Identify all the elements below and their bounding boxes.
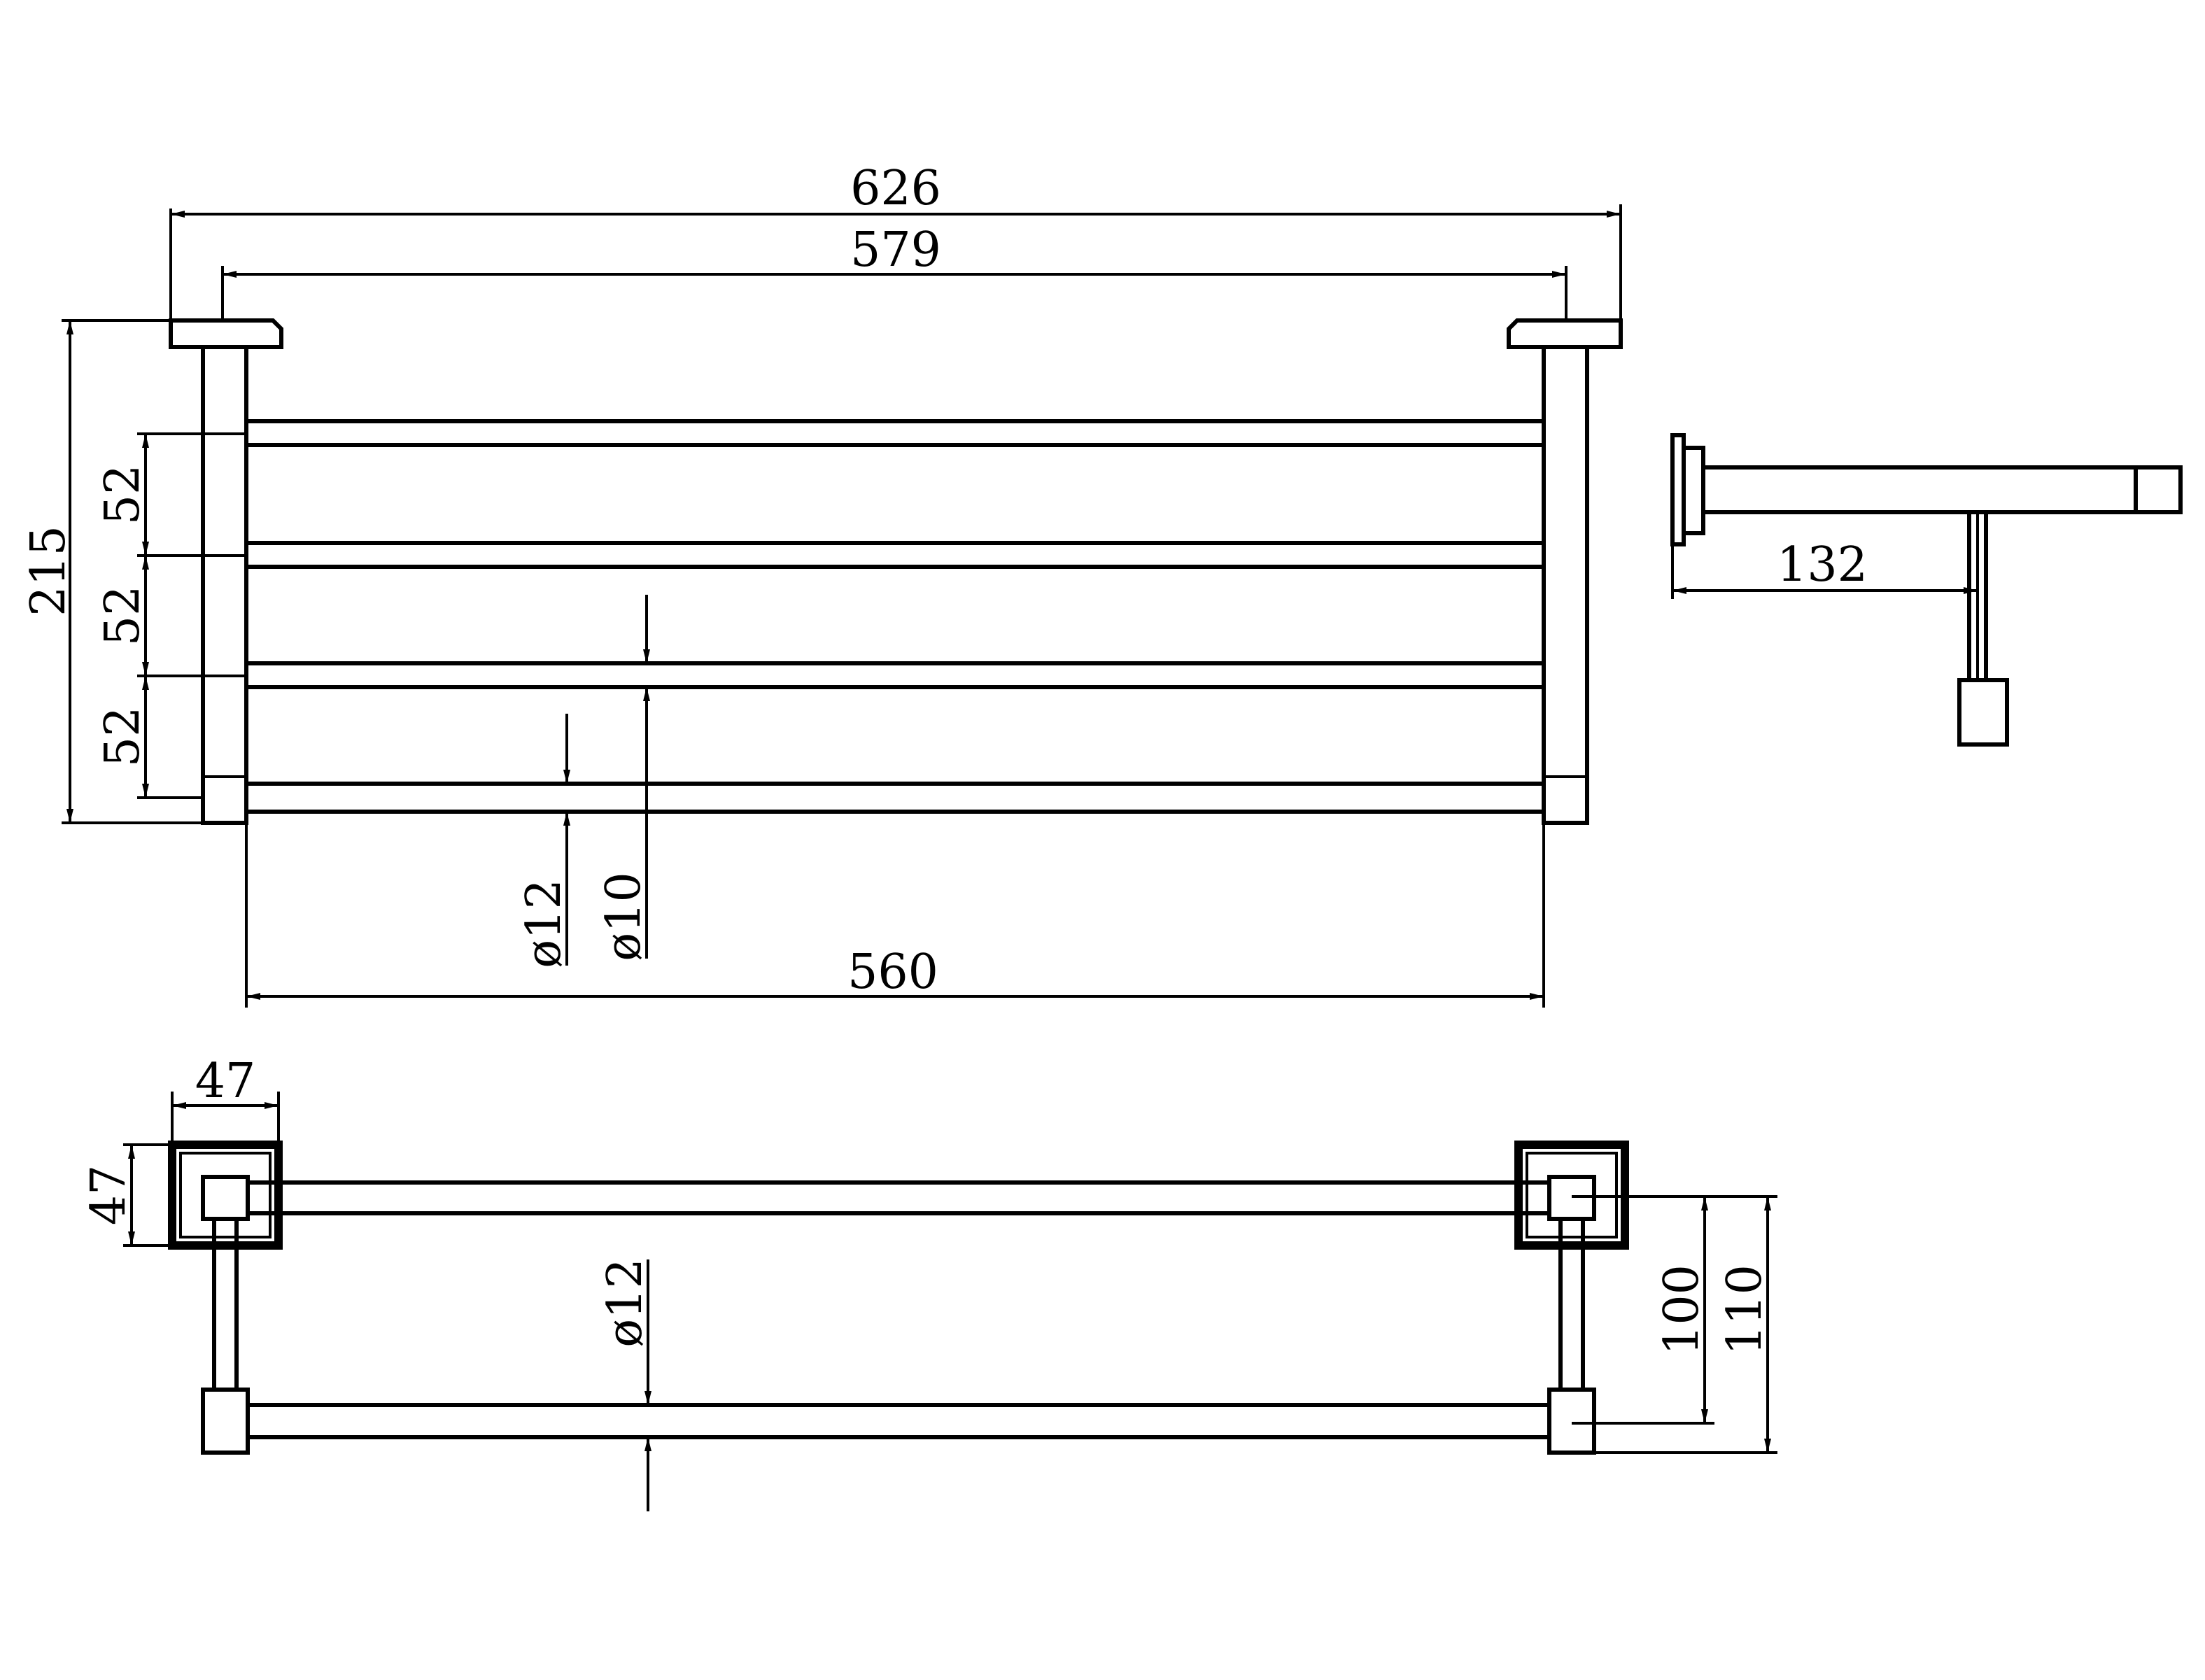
right-post	[1542, 345, 1589, 825]
rail-4	[244, 782, 1546, 814]
rail-2	[244, 541, 1546, 569]
dim-52-label-2: 52	[95, 586, 150, 647]
dim-top-dia12-label: ø12	[598, 1258, 653, 1347]
top-back-rail	[246, 1180, 1551, 1215]
side-lower-rail-end	[1957, 678, 2009, 747]
top-right-knuckle-front	[1547, 1388, 1596, 1455]
dim-52-label-1: 52	[95, 465, 150, 525]
dim-47h-label: 47	[81, 1165, 136, 1226]
dim-110-label: 110	[1717, 1264, 1773, 1355]
left-post	[201, 345, 248, 825]
top-left-flange	[168, 1141, 283, 1250]
front-view: 626 579 215 52 52 52 ø12 ø10 560	[21, 161, 1623, 1008]
dim-560-label: 560	[847, 945, 938, 1000]
right-mount-cap	[1507, 318, 1623, 349]
rail-1	[244, 419, 1546, 447]
top-view: 47 47 ø12 100 110	[81, 1054, 1777, 1511]
side-arm-end	[2134, 465, 2183, 514]
side-arm	[1701, 465, 2183, 514]
dim-47w-label: 47	[195, 1054, 256, 1109]
top-left-flange-inner	[179, 1152, 272, 1238]
rail-3	[244, 661, 1546, 689]
top-left-arm	[212, 1217, 239, 1392]
dim-dia10-label: ø10	[596, 872, 651, 961]
side-view: 132	[1670, 433, 2183, 747]
dim-dia12-label: ø12	[516, 879, 572, 968]
dim-52-label-3: 52	[95, 707, 150, 768]
dim-100-label: 100	[1654, 1264, 1710, 1355]
top-right-arm	[1558, 1217, 1585, 1392]
dim-626-label: 626	[850, 161, 941, 216]
top-left-knuckle-front	[201, 1388, 250, 1455]
top-left-knuckle-back	[201, 1175, 250, 1221]
top-front-rail	[246, 1403, 1551, 1439]
dim-579-label: 579	[850, 223, 941, 278]
dim-215-label: 215	[21, 525, 76, 616]
dim-132-label: 132	[1777, 537, 1868, 593]
side-flange-cap	[1682, 446, 1705, 535]
left-mount-cap	[169, 318, 283, 349]
